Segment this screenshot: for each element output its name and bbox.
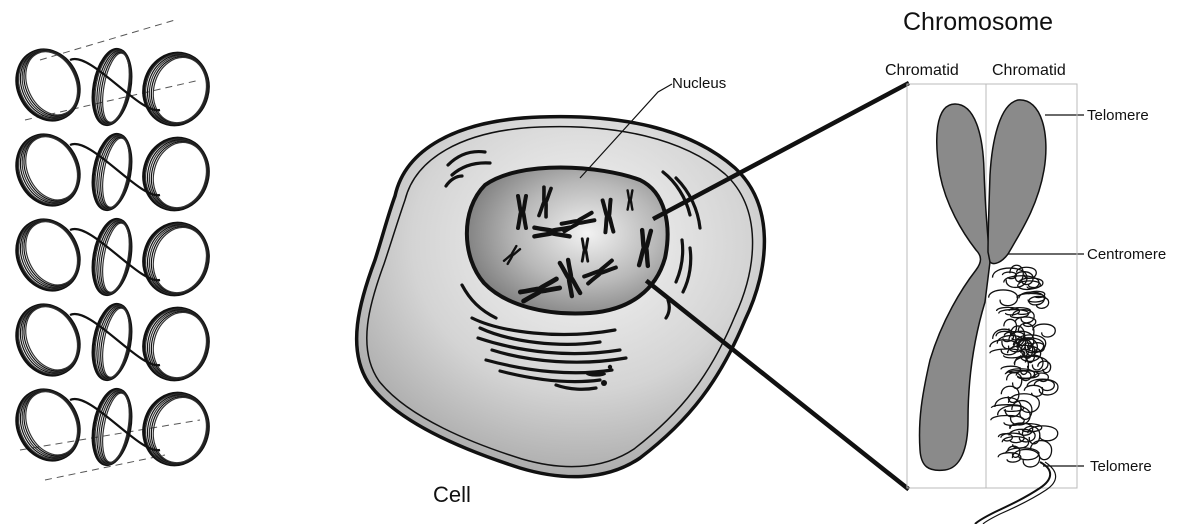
chromatid-left xyxy=(919,104,990,470)
chromatid-label-right: Chromatid xyxy=(992,62,1066,80)
nucleus xyxy=(467,168,668,314)
nucleus-label: Nucleus xyxy=(672,75,726,92)
cell-illustration xyxy=(357,117,765,477)
coil-loop xyxy=(6,295,91,386)
coil-loop xyxy=(88,386,137,467)
coil-loop xyxy=(136,216,216,302)
centromere-label: Centromere xyxy=(1087,246,1166,263)
coil-loop xyxy=(136,301,216,387)
coil-loop xyxy=(88,301,137,382)
coil-loop xyxy=(136,386,216,472)
chromatid-right xyxy=(988,100,1046,264)
coil-loop xyxy=(6,210,91,301)
coil-loop xyxy=(6,40,91,131)
coil-loop xyxy=(6,125,91,216)
coil-loop xyxy=(88,216,137,297)
coil-loops xyxy=(6,40,217,472)
coil-loop xyxy=(136,46,216,132)
cell-label: Cell xyxy=(433,482,471,508)
chromatin-coil xyxy=(6,20,217,480)
coil-loop xyxy=(88,131,137,212)
coil-loop xyxy=(88,46,137,127)
chromosome-enlargement xyxy=(907,84,1077,524)
chromatid-label-left: Chromatid xyxy=(885,62,959,80)
unwound-chromatin xyxy=(989,265,1058,467)
coil-loop xyxy=(136,131,216,217)
coil-loop xyxy=(6,380,91,471)
telomere-top-label: Telomere xyxy=(1087,107,1149,124)
chromosome-title: Chromosome xyxy=(903,8,1053,37)
chromatin-strand-2 xyxy=(983,462,1056,524)
telomere-bottom-label: Telomere xyxy=(1090,458,1152,475)
